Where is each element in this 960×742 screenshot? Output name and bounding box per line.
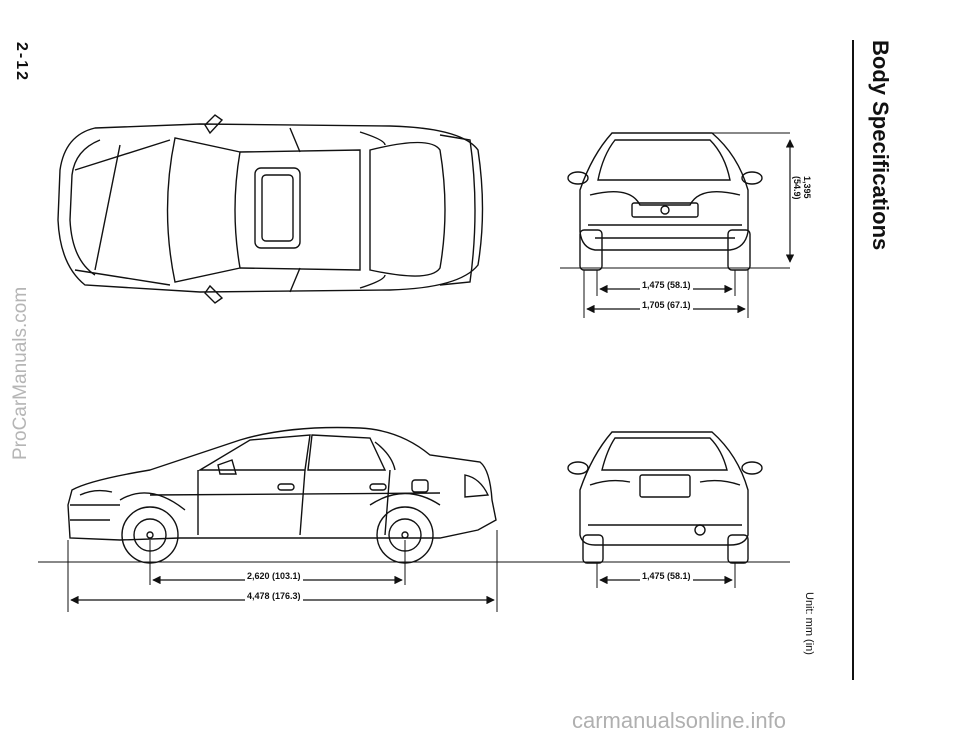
watermark-bottom: carmanualsonline.info	[572, 708, 787, 733]
watermark-side: ProCarManuals.com	[10, 286, 31, 460]
height-label: 1,395 (54.9)	[792, 176, 812, 200]
height-mm: 1,395	[802, 176, 812, 199]
car-rear-view	[567, 431, 763, 564]
page-number: 2-12	[13, 42, 30, 83]
height-in: (54.9)	[792, 176, 802, 200]
overall-length-label: 4,478 (176.3)	[245, 591, 303, 601]
unit-note: Unit: mm (in)	[803, 592, 815, 655]
wheelbase-label: 2,620 (103.1)	[245, 571, 303, 581]
overall-width-label: 1,705 (67.1)	[640, 300, 693, 310]
car-front-view	[567, 132, 763, 271]
rear-track-label: 1,475 (58.1)	[640, 571, 693, 581]
page-title: Body Specifications	[868, 40, 893, 251]
front-track-label: 1,475 (58.1)	[640, 280, 693, 290]
car-top-view	[57, 114, 484, 304]
car-side-view	[67, 426, 497, 541]
